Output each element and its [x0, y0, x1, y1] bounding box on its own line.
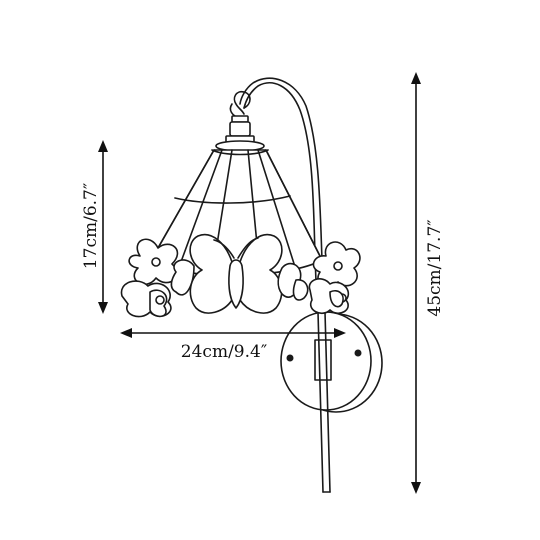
lamp-arm: [239, 77, 331, 493]
shade-hook: [215, 90, 265, 152]
dimension-total-height: 45cm/17.7″: [411, 72, 445, 494]
wall-backplate: [280, 311, 383, 413]
total-height-label: 45cm/17.7″: [425, 219, 445, 316]
shade-height-label: 17cm/6.7″: [81, 183, 101, 269]
width-label: 24cm/9.4″: [181, 342, 267, 362]
mounting-screw-left: [286, 354, 294, 362]
dimension-width: 24cm/9.4″: [120, 328, 346, 362]
butterfly-band: [120, 233, 361, 318]
dimension-shade-height: 17cm/6.7″: [81, 140, 108, 314]
arm-clamp: [314, 339, 332, 381]
mounting-screw-right: [354, 349, 362, 357]
